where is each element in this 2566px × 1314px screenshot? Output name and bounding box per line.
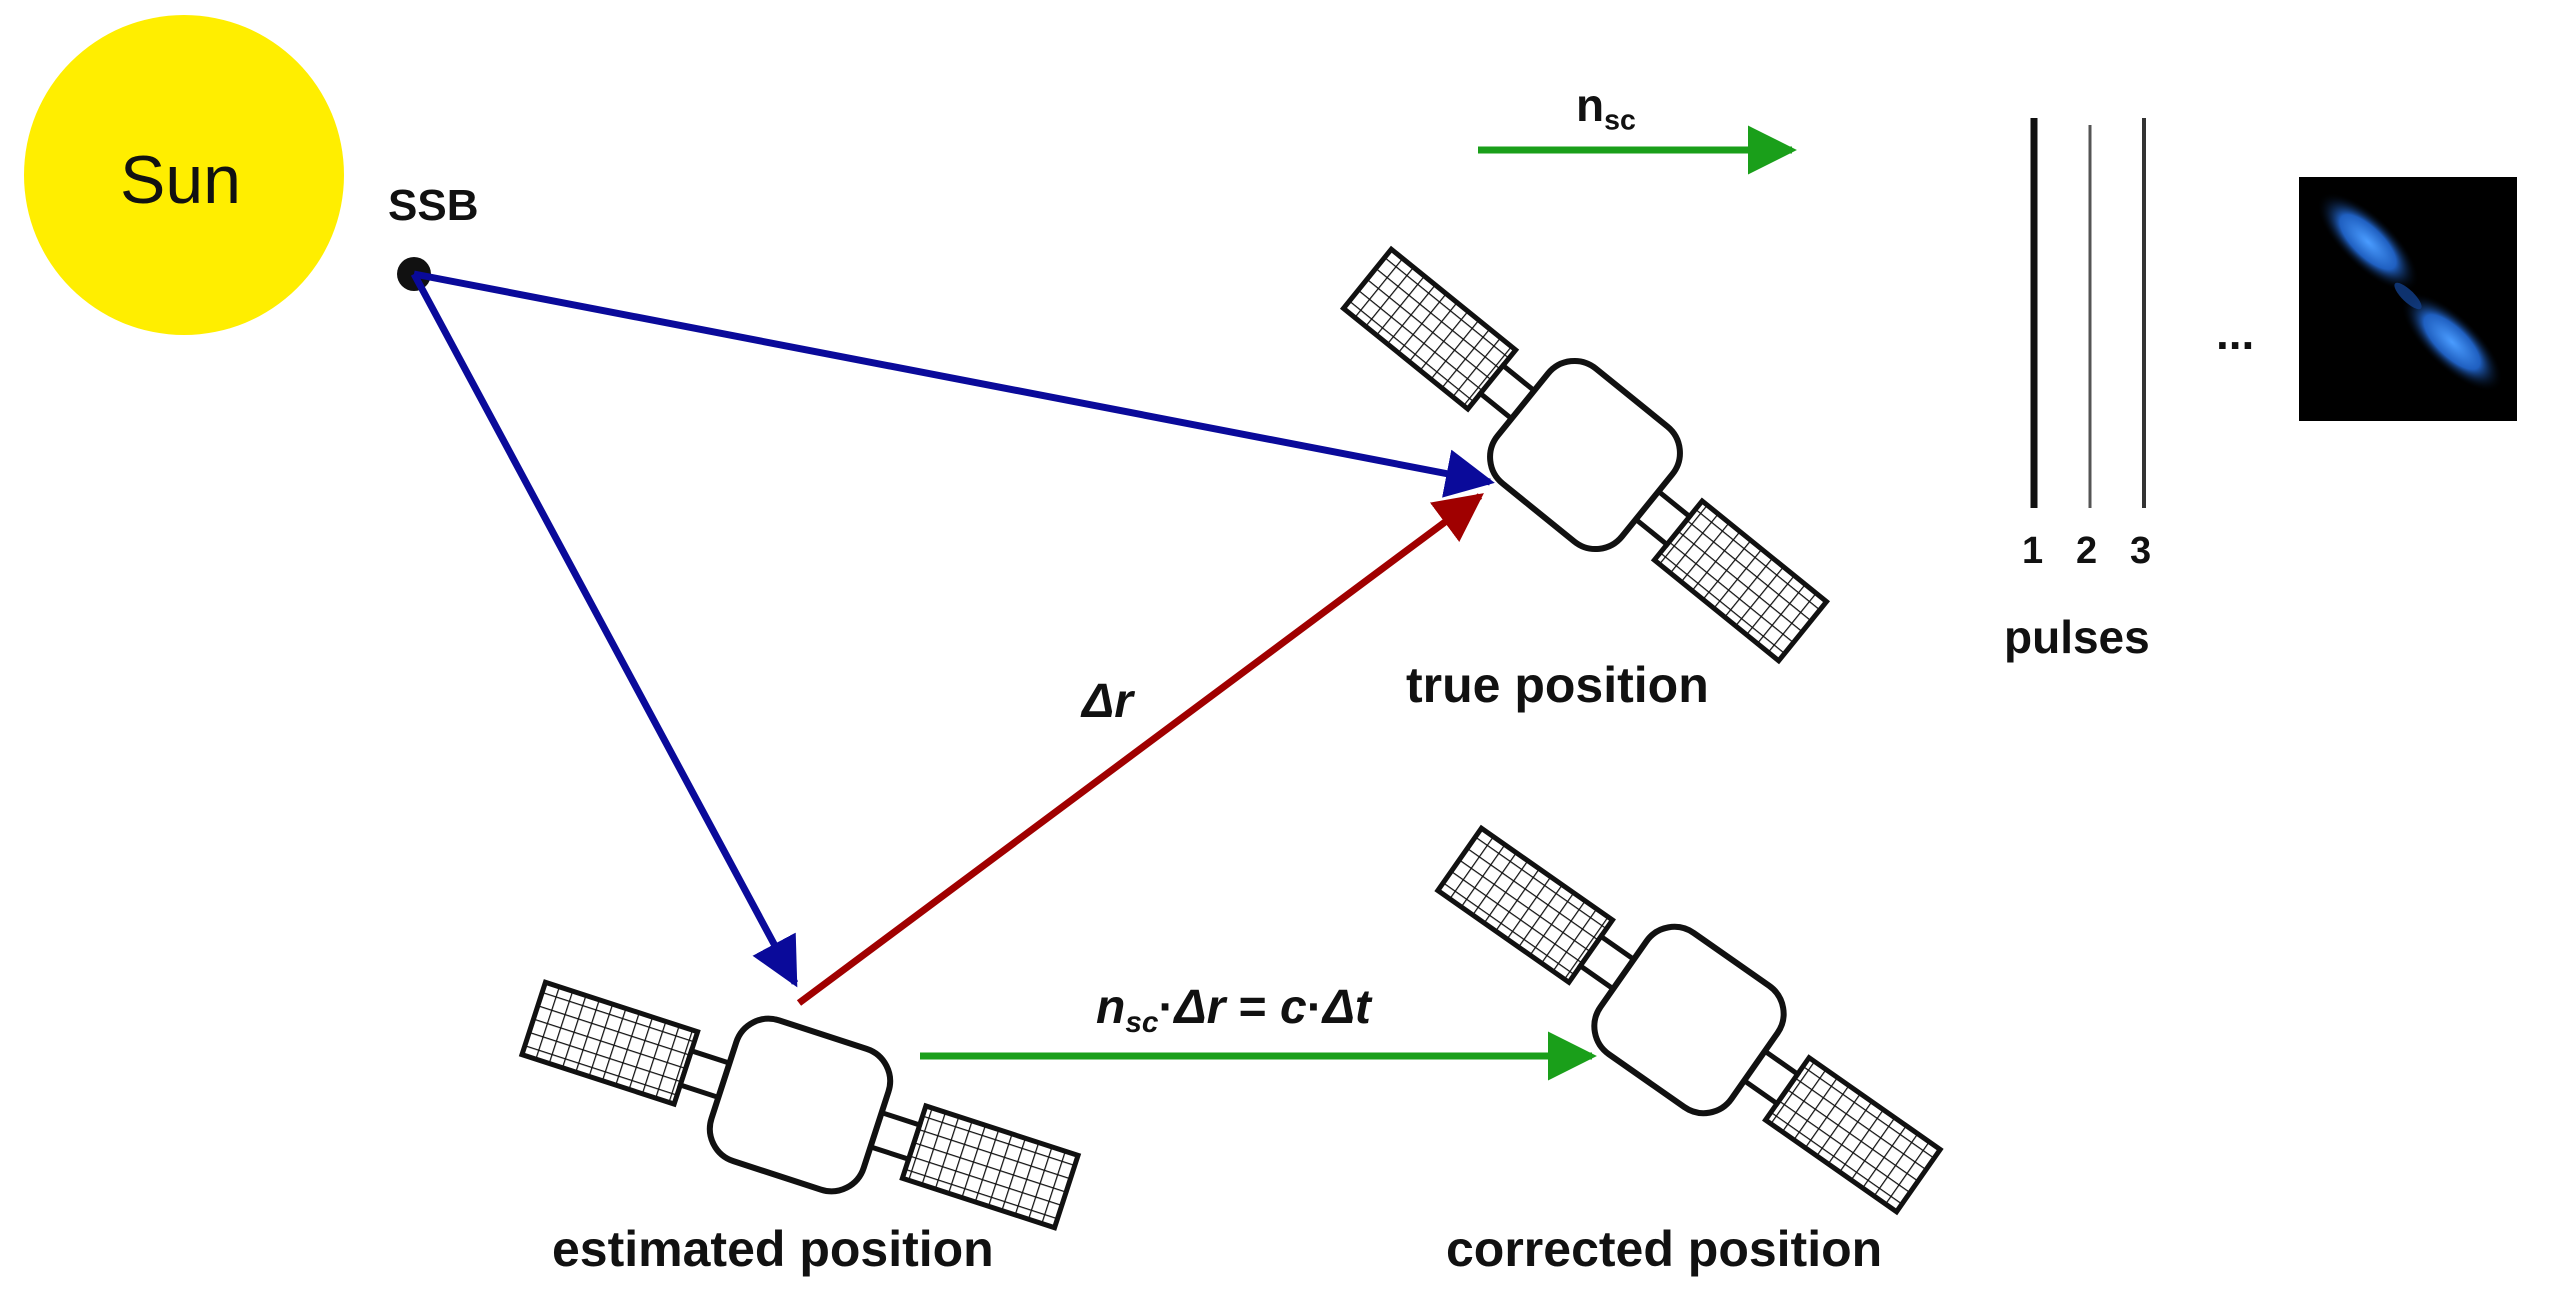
delta-r-label: Δr (1082, 675, 1133, 728)
ssb-label: SSB (388, 181, 479, 230)
sun-icon (24, 15, 344, 335)
pulses-label: pulses (2004, 611, 2150, 663)
estimated-position-label: estimated position (552, 1221, 994, 1277)
corrected-position-label: corrected position (1446, 1221, 1883, 1277)
n-sc-label: nsc (1576, 79, 1636, 137)
ssb-to-true-vector (413, 270, 1495, 498)
pulsar-icon (2299, 177, 2517, 421)
true-position-label: true position (1406, 657, 1709, 713)
satellite-icon (1417, 799, 1961, 1241)
satellite-icon (1321, 221, 1849, 688)
equation-label: nsc·Δr = c·Δt (1096, 981, 1371, 1039)
ssb-to-estimated-vector (410, 272, 799, 988)
delta-r-vector (796, 493, 1484, 1006)
pulse-number-1: 1 (2022, 530, 2044, 572)
sun-label: Sun (120, 142, 241, 218)
pulse-number-2: 2 (2076, 530, 2098, 572)
ellipsis-label: ... (2216, 307, 2255, 359)
pulse-number-3: 3 (2130, 530, 2152, 572)
satellite-icon (511, 948, 1089, 1262)
